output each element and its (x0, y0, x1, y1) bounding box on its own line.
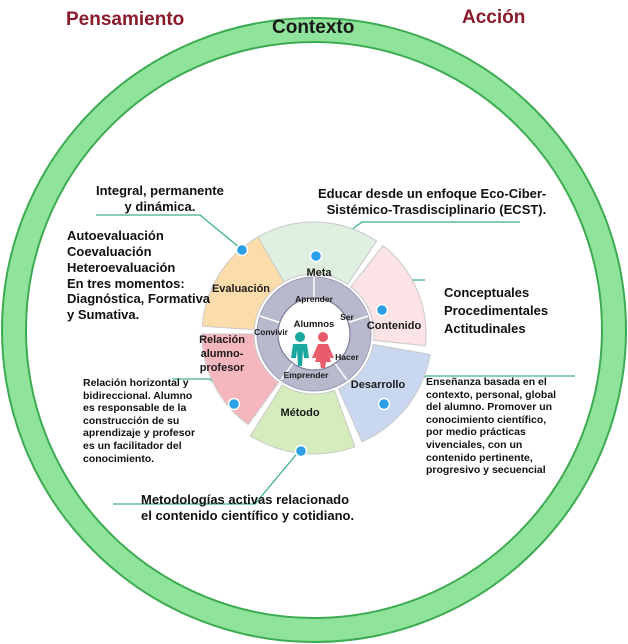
header-pensamiento: Pensamiento (66, 9, 185, 30)
callout-line: aprendizaje y profesor (83, 427, 196, 440)
segment-label-contenido: Contenido (367, 320, 422, 332)
leader-line-evaluacion (96, 214, 241, 249)
segment-label-relacion-1: Relación (199, 334, 245, 346)
callout-line: bidireccional. Alumno (83, 389, 193, 402)
callout-line: y Sumativa. (67, 307, 140, 323)
segment-label-relacion-3: profesor (200, 362, 245, 374)
callout-line: Diagnóstica, Formativa (67, 291, 211, 307)
segment-evaluacion (201, 236, 285, 331)
callout-line: Coevaluación (67, 243, 152, 259)
callout-relacion: Relación horizontal y bidireccional. Alu… (83, 377, 195, 465)
callout-line: Educar desde un enfoque Eco-Ciber- (318, 186, 547, 201)
callout-evaluacion-caracter: Integral, permanente y dinámica. (96, 183, 224, 215)
dot-evaluacion (235, 243, 249, 257)
callout-desarrollo: Enseñanza basada en el contexto, persona… (426, 376, 556, 477)
segment-labels: Meta Contenido Desarrollo Método Relació… (199, 267, 421, 419)
segment-label-metodo: Método (280, 407, 319, 419)
leader-line-metodo (113, 449, 301, 505)
callout-line: En tres momentos: (67, 275, 185, 291)
callout-line: conocimiento. (83, 452, 155, 465)
boy-head (295, 332, 305, 342)
callout-line: y dinámica. (124, 198, 196, 214)
callout-line: Autoevaluación (67, 228, 164, 243)
value-label-hacer: Hacer (335, 352, 359, 362)
context-ring (3, 19, 625, 641)
callout-evaluacion-tipos: Autoevaluación Coevaluación Heteroevalua… (67, 228, 210, 323)
callout-line: Integral, permanente (96, 183, 224, 198)
girl-body (312, 344, 334, 368)
header-accion: Acción (462, 7, 526, 28)
segment-label-relacion-2: alumno- (201, 348, 244, 360)
dot-desarrollo (377, 397, 391, 411)
dot-meta (309, 249, 323, 263)
callout-line: Sistémico-Trasdisciplinario (ECST). (326, 201, 547, 217)
value-label-emprender: Emprender (284, 370, 330, 380)
callout-line: el contenido científico y cotidiano. (141, 507, 355, 523)
callout-line: progresivo y secuencial (426, 464, 546, 477)
value-label-aprender: Aprender (295, 294, 333, 304)
segment-desarrollo (337, 343, 431, 443)
dot-contenido (375, 303, 389, 317)
girl-head (318, 332, 328, 342)
boy-body (291, 344, 309, 366)
center-label-alumnos: Alumnos (294, 319, 335, 330)
callout-line: contenido pertinente, (426, 451, 533, 464)
segment-label-desarrollo: Desarrollo (351, 379, 406, 391)
callout-line: vivenciales, con un (426, 438, 523, 451)
callout-line: Metodologías activas relacionado (141, 492, 350, 507)
value-label-ser: Ser (340, 312, 354, 322)
callout-line: del alumno. Promover un (426, 401, 553, 414)
value-label-convivir: Convivir (254, 327, 289, 337)
callout-line: Actitudinales (444, 321, 526, 337)
callout-line: Relación horizontal y (83, 377, 189, 389)
callout-metodo: Metodologías activas relacionado el cont… (141, 492, 354, 524)
segment-relacion (201, 333, 280, 426)
inner-ring-labels: Aprender Ser Hacer Emprender Convivir (254, 294, 360, 380)
segment-label-evaluacion: Evaluación (212, 283, 270, 295)
callout-line: contexto, personal, global (426, 388, 557, 401)
header-contexto: Contexto (272, 17, 355, 38)
wheel-segments (201, 221, 431, 455)
segment-dots (227, 243, 391, 458)
dot-metodo (294, 444, 308, 458)
callout-line: es responsable de la (83, 402, 187, 415)
callout-line: por medio prácticas (426, 426, 526, 439)
callout-line: es un facilitador del (83, 439, 182, 452)
callout-line: Procedimentales (444, 303, 549, 319)
callout-line: Conceptuales (444, 285, 530, 300)
callout-meta: Educar desde un enfoque Eco-Ciber- Sisté… (318, 186, 546, 218)
segment-label-meta: Meta (306, 267, 332, 279)
dot-relacion (227, 397, 241, 411)
callout-line: conocimiento científico, (426, 413, 547, 426)
students-icon (291, 332, 334, 368)
callout-contenido: Conceptuales Procedimentales Actitudinal… (444, 284, 548, 339)
segment-metodo (249, 384, 356, 455)
callout-line: construcción de su (83, 414, 180, 427)
callout-line: Enseñanza basada en el (426, 376, 547, 388)
callout-line: Heteroevaluación (67, 259, 176, 275)
segment-contenido (350, 244, 427, 347)
